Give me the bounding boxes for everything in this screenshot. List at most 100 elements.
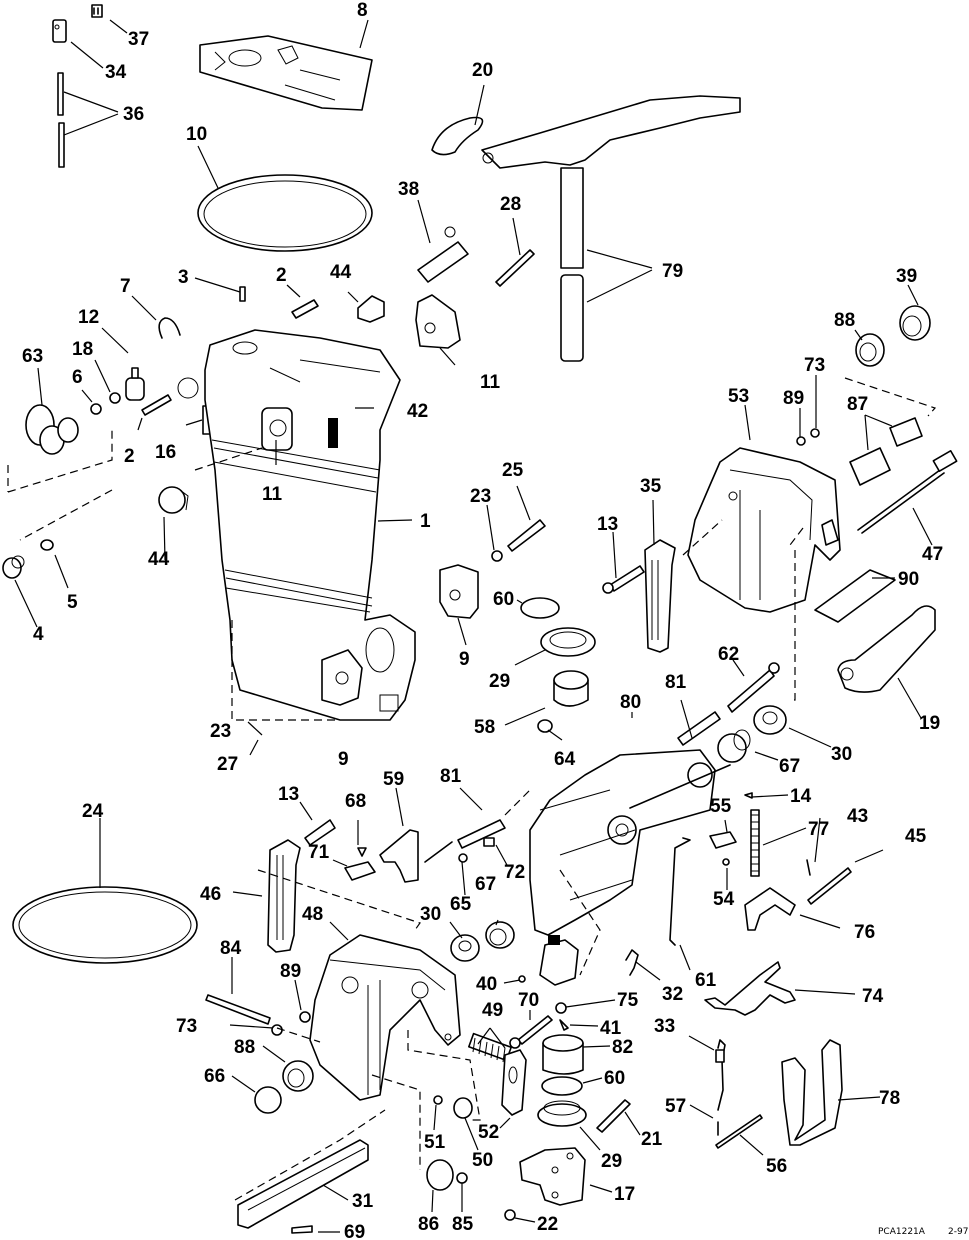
callout-31: 31	[352, 1191, 374, 1212]
part-66-cap	[254, 1086, 282, 1114]
part-41-screw	[559, 1019, 569, 1031]
part-31-support-bar	[237, 1139, 369, 1229]
callout-62: 62	[718, 644, 739, 665]
part-89-nut-lower	[299, 1011, 311, 1023]
part-53-clamp-bracket	[687, 447, 841, 613]
callout-68: 68	[345, 791, 366, 812]
part-65-bolt-shaft	[424, 841, 453, 863]
callout-69: 69	[344, 1222, 365, 1240]
callout-9-low: 9	[338, 749, 349, 770]
callout-5: 5	[67, 592, 78, 613]
callout-51: 51	[424, 1132, 446, 1153]
part-21-bolt	[596, 1099, 631, 1133]
part-11-mount	[415, 294, 461, 349]
part-25-bolt	[507, 519, 546, 552]
callout-86: 86	[418, 1214, 439, 1235]
part-59-bracket	[379, 829, 419, 883]
callout-38: 38	[398, 179, 419, 200]
part-22-nut	[504, 1209, 516, 1221]
part-39-cap	[899, 305, 931, 341]
part-12-fitting	[125, 367, 145, 401]
part-90-sleeve	[814, 569, 896, 623]
part-61-rod	[669, 837, 691, 946]
part-9-mount	[439, 564, 479, 619]
part-86-washer	[426, 1159, 454, 1191]
part-80-swivel-bracket	[529, 749, 731, 986]
callout-46: 46	[200, 884, 221, 905]
part-6-washer	[90, 403, 102, 415]
callout-60-mid: 60	[493, 589, 514, 610]
part-54-screw	[722, 858, 730, 866]
callout-71: 71	[308, 842, 330, 863]
part-32-clip	[625, 949, 639, 976]
part-72-spacer	[483, 837, 495, 847]
part-63-fitting	[25, 404, 79, 455]
callout-35: 35	[640, 476, 662, 497]
part-68-screw	[357, 847, 367, 857]
callout-19: 19	[919, 713, 940, 734]
callout-78: 78	[879, 1088, 900, 1109]
part-2-pin	[291, 299, 319, 319]
callout-44-top: 44	[330, 262, 352, 283]
part-4-nut	[2, 555, 25, 579]
part-30-washer-lower	[450, 934, 480, 962]
part-60-o-ring-lower	[541, 1076, 583, 1096]
callout-50: 50	[472, 1150, 493, 1171]
callout-89-top: 89	[783, 388, 804, 409]
callout-74: 74	[862, 986, 884, 1007]
callout-22: 22	[537, 1214, 558, 1235]
callout-82: 82	[612, 1037, 633, 1058]
callout-80: 80	[620, 692, 641, 713]
part-44-grommet-lower	[158, 486, 189, 514]
callout-11-mid: 11	[262, 484, 283, 505]
callout-73-top: 73	[804, 355, 825, 376]
part-40-screw	[518, 975, 526, 983]
part-89-nut	[796, 436, 806, 446]
part-7-clamp	[158, 317, 181, 339]
part-34-block	[52, 19, 67, 43]
part-75-nut	[555, 1002, 567, 1014]
callout-14: 14	[790, 786, 812, 807]
part-19-handle	[837, 605, 936, 693]
part-60-o-ring	[520, 597, 560, 619]
callout-37: 37	[128, 29, 149, 50]
callout-64: 64	[554, 749, 576, 770]
callout-4: 4	[33, 624, 44, 645]
part-30-washer	[753, 705, 787, 735]
callout-2-left: 2	[124, 446, 135, 467]
callout-33: 33	[654, 1016, 675, 1037]
callout-13-low: 13	[278, 784, 299, 805]
callout-65: 65	[450, 894, 472, 915]
callout-30-mid: 30	[831, 744, 852, 765]
callout-18: 18	[72, 339, 93, 360]
part-47-tilt-rod	[857, 450, 958, 534]
callout-44-left: 44	[148, 549, 170, 570]
revision-date: 2-97	[948, 1227, 968, 1237]
callout-6: 6	[72, 367, 83, 388]
callout-81-mid: 81	[665, 672, 687, 693]
part-46-link	[267, 839, 301, 953]
part-13-bolt-lower	[304, 819, 336, 846]
part-2-pin-left	[141, 394, 172, 416]
part-8-adapter-gasket	[199, 35, 373, 111]
part-81-pin-lower	[457, 819, 506, 849]
callout-2-top: 2	[276, 265, 287, 286]
callout-67-mid: 67	[779, 756, 800, 777]
part-88-nut	[855, 333, 885, 367]
part-51-screw	[433, 1095, 443, 1105]
callout-89-low: 89	[280, 961, 301, 982]
part-56-rod	[715, 1114, 763, 1149]
part-65-screw	[458, 853, 468, 863]
callout-9-mid: 9	[459, 649, 470, 670]
part-71-plate	[344, 861, 376, 881]
callout-29-low: 29	[601, 1151, 622, 1172]
callout-87: 87	[847, 394, 868, 415]
callout-59: 59	[383, 769, 404, 790]
callout-55: 55	[710, 796, 732, 817]
callout-39: 39	[896, 266, 917, 287]
part-35-link	[644, 539, 676, 653]
part-18-washer	[109, 392, 121, 404]
callout-85: 85	[452, 1214, 474, 1235]
callout-90: 90	[898, 569, 919, 590]
callout-30-low: 30	[420, 904, 441, 925]
